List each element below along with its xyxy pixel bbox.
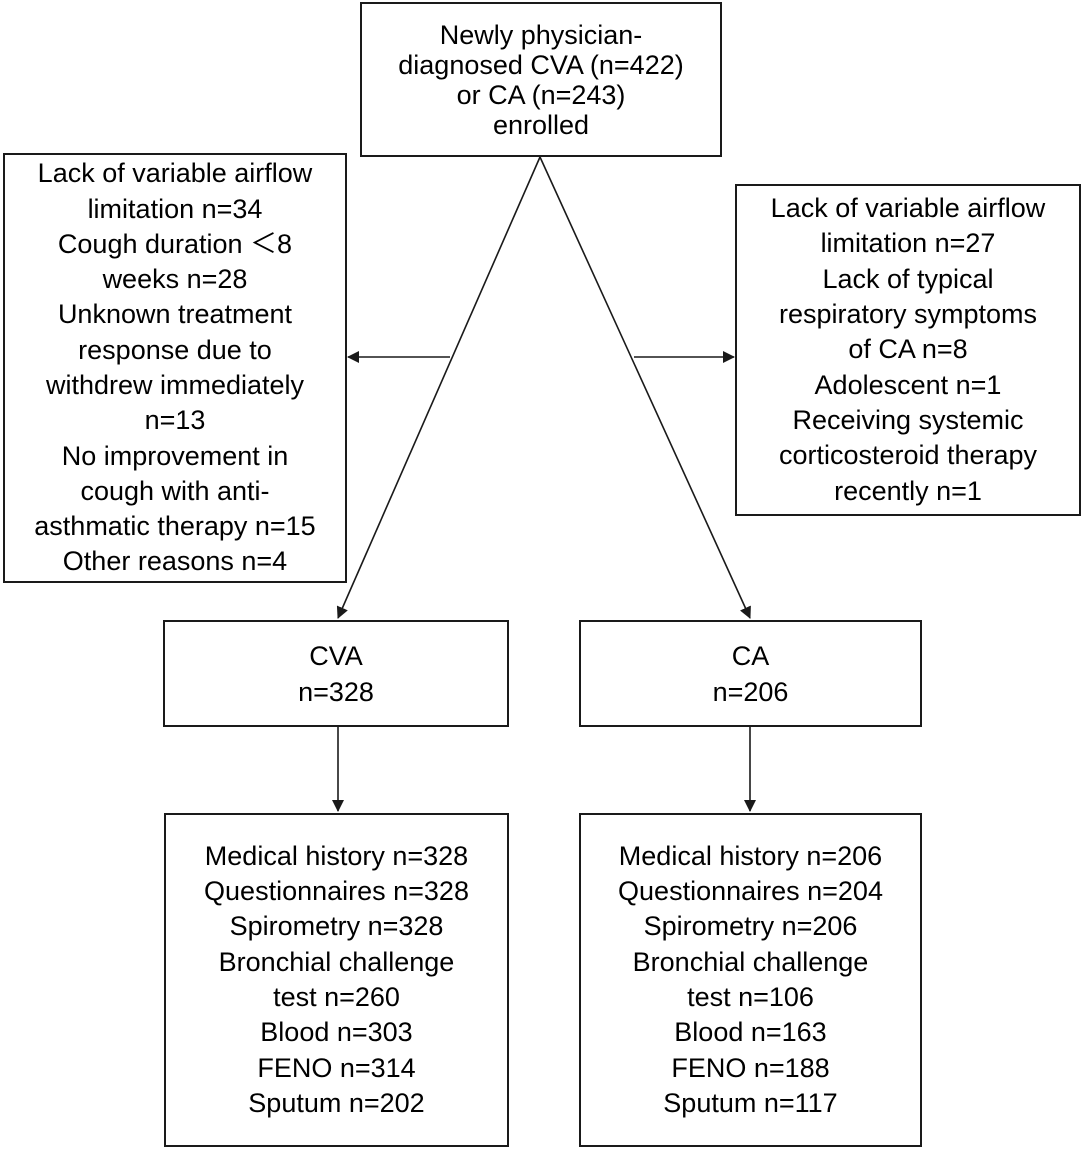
cva-assessment-line: Questionnaires n=328: [204, 876, 469, 907]
ca-assessment-line: Blood n=163: [674, 1017, 827, 1048]
ca-assessments-box: Medical history n=206 Questionnaires n=2…: [579, 813, 922, 1147]
cva-assessment-line: Spirometry n=328: [229, 911, 444, 942]
enrolled-line: enrolled: [492, 109, 590, 140]
excluded-ca-line: corticosteroid therapy: [778, 440, 1038, 471]
cva-group-box: CVA n=328: [163, 620, 509, 727]
excluded-cva-box: Lack of variable airflow limitation n=34…: [3, 153, 347, 583]
excluded-cva-line: withdrew immediately: [45, 370, 305, 400]
excluded-cva-line: n=13: [144, 405, 206, 436]
arrow-to-cva-group: [336, 156, 541, 619]
enrolled-box: Newly physician- diagnosed CVA (n=422) o…: [360, 2, 722, 157]
cva-assessment-line: Blood n=303: [260, 1017, 413, 1048]
excluded-ca-line: Adolescent n=1: [814, 369, 1002, 400]
ca-assessment-line: FENO n=188: [671, 1052, 830, 1083]
excluded-ca-line: Lack of variable airflow: [770, 193, 1046, 224]
excluded-cva-line: response due to: [78, 334, 272, 365]
enrolled-line: Newly physician-: [439, 19, 643, 50]
ca-assessment-line: Spirometry n=206: [643, 911, 858, 942]
ca-assessment-line: Questionnaires n=204: [618, 876, 883, 907]
excluded-cva-line: Lack of variable airflow: [37, 158, 313, 189]
excluded-ca-box: Lack of variable airflow limitation n=27…: [735, 184, 1081, 516]
excluded-ca-line: of CA n=8: [848, 334, 968, 365]
enrolled-line: or CA (n=243): [456, 79, 626, 110]
cva-group-label: CVA: [309, 640, 363, 671]
excluded-ca-line: recently n=1: [834, 475, 982, 506]
excluded-cva-line: No improvement in: [61, 440, 289, 471]
excluded-cva-line: Other reasons n=4: [62, 546, 288, 577]
excluded-cva-line: asthmatic therapy n=15: [34, 511, 316, 542]
ca-assessment-line: Medical history n=206: [618, 840, 883, 871]
cva-group-count: n=328: [298, 676, 374, 707]
cva-assessments-box: Medical history n=328 Questionnaires n=3…: [164, 813, 509, 1147]
cva-assessment-line: Sputum n=202: [248, 1087, 425, 1118]
cva-assessment-line: FENO n=314: [257, 1052, 416, 1083]
ca-assessment-line: test n=106: [687, 982, 814, 1012]
cva-assessment-line: test n=260: [273, 982, 400, 1012]
ca-group-box: CA n=206: [579, 620, 922, 727]
excluded-ca-line: limitation n=27: [820, 228, 996, 259]
excluded-ca-line: Receiving systemic: [792, 404, 1024, 435]
ca-assessment-line: Bronchial challenge: [632, 946, 869, 977]
excluded-cva-line: weeks n=28: [102, 264, 248, 295]
excluded-ca-line: Lack of typical: [822, 263, 994, 294]
ca-group-label: CA: [731, 640, 770, 671]
ca-group-count: n=206: [712, 676, 789, 707]
cva-assessment-line: Bronchial challenge: [218, 946, 455, 977]
excluded-cva-line: cough with anti-: [80, 475, 270, 506]
excluded-ca-line: respiratory symptoms: [778, 299, 1038, 330]
ca-assessment-line: Sputum n=117: [663, 1087, 838, 1118]
excluded-cva-line: Unknown treatment: [57, 299, 293, 330]
excluded-cva-line: Cough duration ＜8: [57, 228, 293, 259]
excluded-cva-line: limitation n=34: [87, 193, 263, 224]
cva-assessment-line: Medical history n=328: [204, 840, 469, 871]
enrolled-line: diagnosed CVA (n=422): [398, 49, 684, 80]
arrow-to-ca-group: [539, 156, 751, 619]
